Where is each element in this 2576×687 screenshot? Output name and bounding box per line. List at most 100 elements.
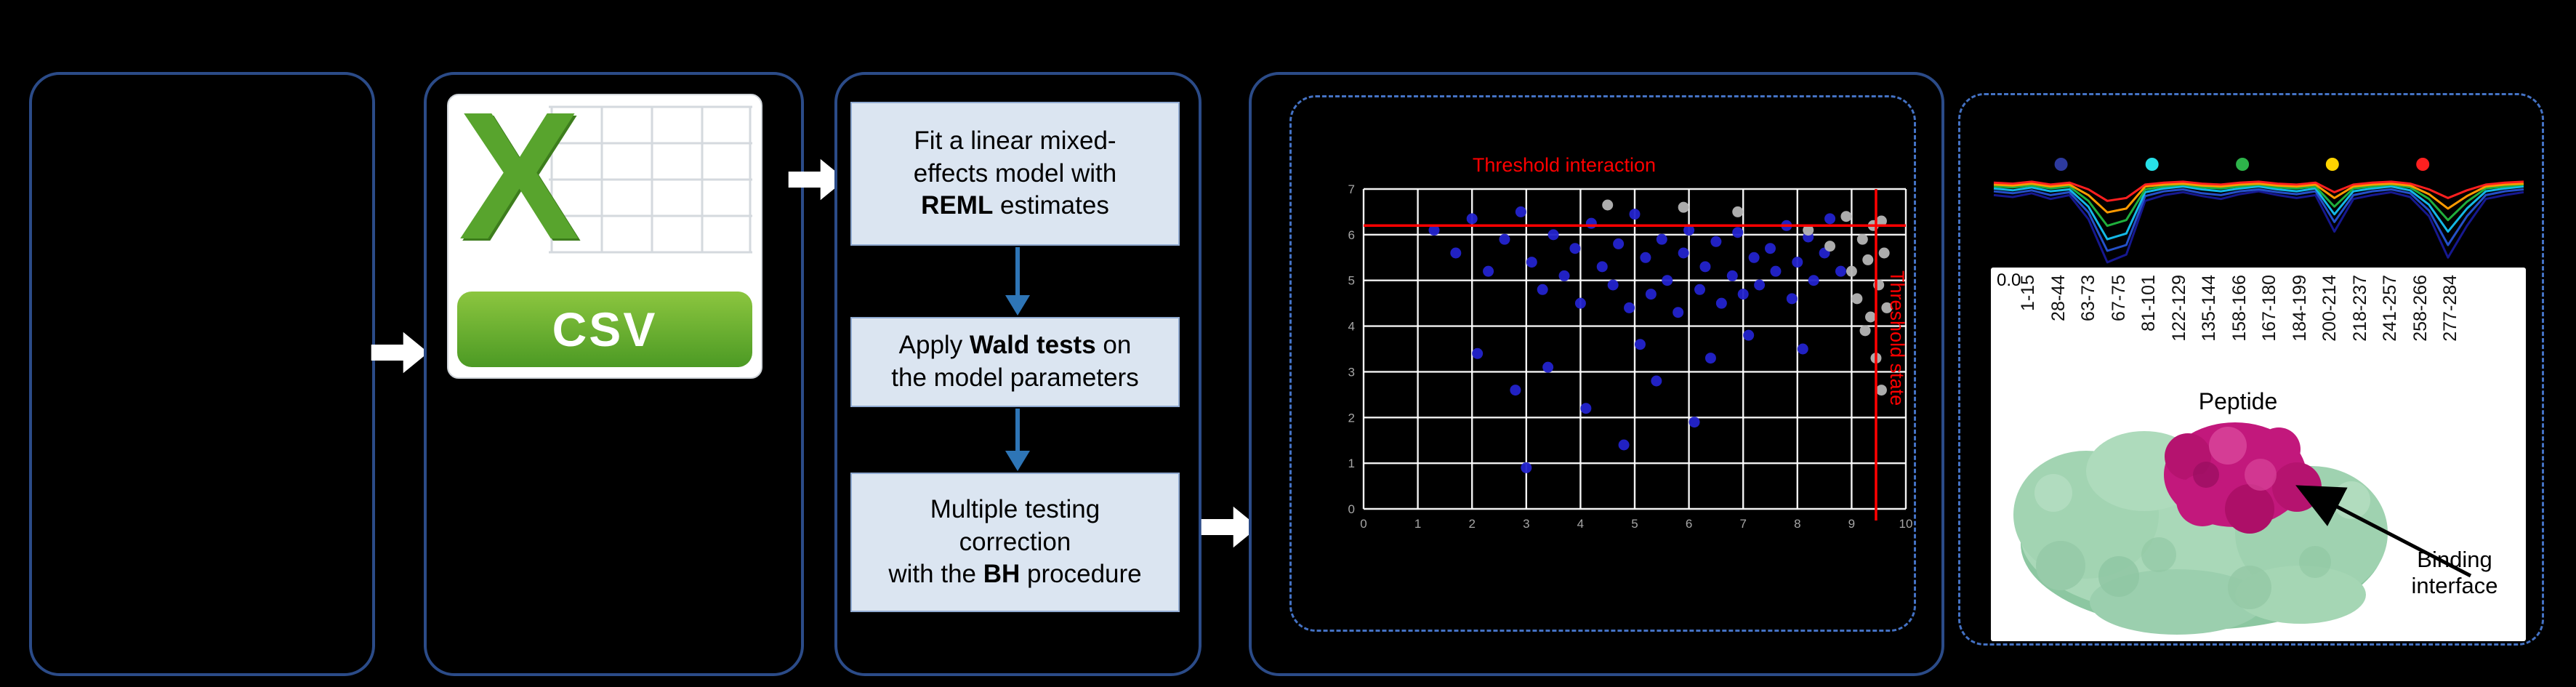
scatter-point [1737,289,1749,300]
scatter-point [1797,343,1808,355]
scatter-point [1710,236,1722,247]
scatter-point [1602,199,1614,211]
peptide-tick-label: 63-73 [2078,275,2098,321]
uptake-chart-svg [1993,158,2524,264]
scatter-point [1726,270,1738,281]
peptide-tick-label: 1-15 [2018,275,2038,312]
excel-x-letter: X [459,74,580,277]
binding-interface-label-line1: Binding [2417,547,2492,572]
scatter-point [1694,284,1706,295]
step-reml-box: Fit a linear mixed- effects model with R… [850,102,1180,246]
panel-input [29,72,375,676]
step-wald-box: Apply Wald tests on the model parameters [850,317,1180,407]
peptide-tick-label: 258-266 [2410,275,2431,342]
scatter-point [1645,289,1657,300]
binding-interface-label: Binding interface [2383,547,2526,598]
step-text-pre: Fit a linear mixed- effects model with [913,126,1117,188]
step-bh-text: Multiple testing correction with the BH … [880,494,1150,591]
step-reml-text: Fit a linear mixed- effects model with R… [905,125,1126,222]
y-tick-label: 5 [1348,274,1355,288]
x-tick-label: 2 [1468,517,1475,531]
legend-dot [2416,158,2430,171]
binding-arrow-icon [2295,485,2472,578]
x-tick-label: 10 [1899,517,1913,531]
scatter-point [1569,243,1581,254]
scatter-point [1466,213,1478,225]
peptide-tick-label: 241-257 [2380,275,2400,342]
legend-dot [2236,158,2250,171]
legend-dot [2145,158,2159,171]
x-tick-label: 6 [1686,517,1692,531]
scatter-point [1526,257,1537,268]
binding-interface-label-line2: interface [2411,572,2498,598]
scatter-point [1428,225,1440,236]
scatter-point [1770,265,1782,277]
step-text-bold: REML [921,191,994,220]
panel-global-plot [1249,72,1944,676]
scatter-point [1450,247,1462,259]
scatter-point [1499,233,1510,245]
arrow-down-icon [1005,247,1030,316]
scatter-point [1510,385,1521,396]
x-tick-label: 5 [1631,517,1638,531]
scatter-point [1678,201,1689,213]
scatter-point [1875,215,1887,227]
panel-statistics-workflow: Fit a linear mixed- effects model with R… [834,72,1202,676]
scatter-point [1803,225,1814,236]
arrow-right-icon [1201,506,1259,548]
scatter-point [1683,225,1695,236]
scatter-point [1699,261,1711,273]
scatter-point [1881,302,1893,313]
scatter-point [1613,238,1625,249]
step-text-pre: Apply [898,331,970,360]
uptake-series-line [1993,180,2524,202]
scatter-point [1558,270,1570,281]
arrow-right-icon [371,332,429,374]
peptide-tick-label: 81-101 [2138,275,2159,332]
scatter-point [1878,247,1890,259]
x-tick-label: 4 [1577,517,1584,531]
scatter-point [1786,293,1798,305]
scatter-point [1515,206,1526,217]
peptide-tick-label: 135-144 [2199,275,2219,342]
uptake-series-line [1993,182,2524,214]
scatter-point [1585,217,1597,229]
scatter-point [1662,275,1673,286]
peptide-tick-label: 277-284 [2440,275,2460,342]
scatter-point [1851,293,1863,305]
peptide-axis-caption: Peptide [2198,388,2278,414]
scatter-point [1580,403,1592,414]
global-plot-dashed-frame [1289,95,1916,632]
scatter-point [1607,279,1619,291]
arrow-down-icon [1005,409,1030,471]
threshold-state-label: Threshold state [1886,270,1908,406]
scatter-point [1537,284,1548,295]
scatter-point [1618,439,1630,451]
protein-structure [2013,422,2388,635]
y-tick-label: 1 [1348,457,1355,470]
step-text-post: estimates [993,191,1109,220]
y-axis-tick-label: 0.0 [1997,270,2021,290]
legend-dot [2325,158,2339,171]
scatter-point [1596,261,1608,273]
peptide-tick-label: 67-75 [2108,275,2129,321]
scatter-point [1732,206,1744,217]
scatter-point [1835,265,1846,277]
x-tick-label: 1 [1414,517,1421,531]
scatter-point [1521,462,1532,473]
scatter-point [1808,275,1819,286]
scatter-point [1875,385,1887,396]
uptake-line-chart [1988,154,2529,274]
peptide-tick-label: 122-129 [2168,275,2189,342]
threshold-interaction-label: Threshold interaction [1472,154,1657,176]
uptake-series-line [1993,190,2524,264]
scatter-point [1748,252,1760,263]
y-tick-label: 0 [1348,502,1355,516]
scatter-point [1865,311,1877,323]
csv-file-icon: X CSV [447,85,762,379]
x-tick-label: 0 [1360,517,1367,531]
step-text-pre: Multiple testing correction with the [888,494,1100,589]
